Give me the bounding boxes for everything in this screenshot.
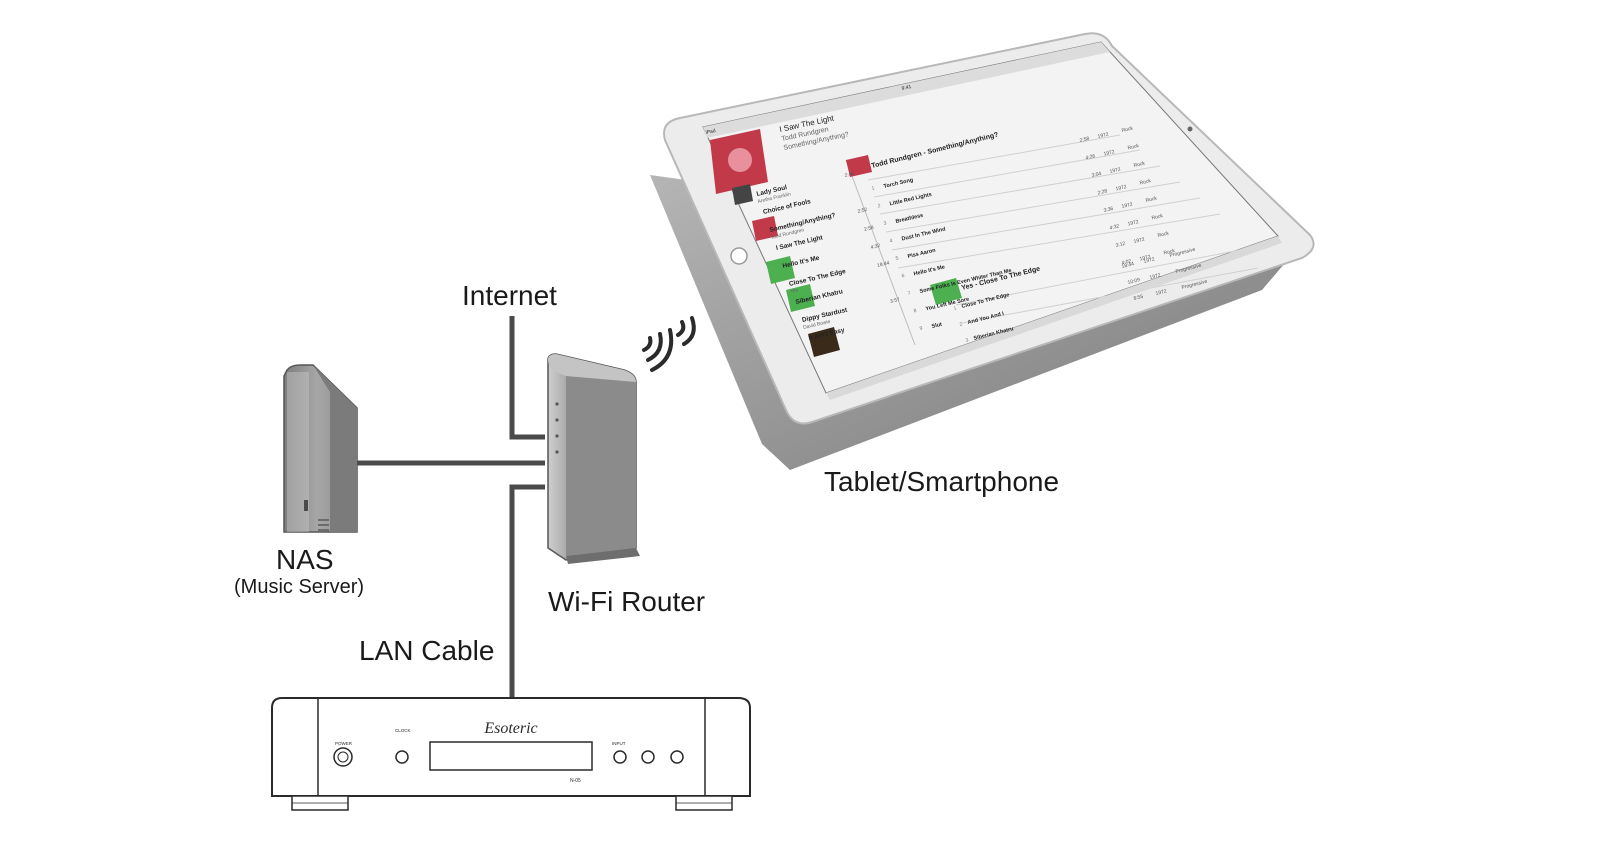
- track-time: 4:32: [1109, 223, 1120, 231]
- lan-cable: [509, 484, 545, 700]
- wifi-router: [547, 353, 640, 564]
- nas-device: [283, 364, 358, 533]
- track-time: 4:26: [1085, 153, 1096, 161]
- track-year: 1972: [1149, 272, 1161, 281]
- power-knob: [333, 747, 353, 767]
- track-time: 3:12: [1115, 241, 1126, 249]
- track-time: 2:58: [1079, 136, 1090, 144]
- track-number: 3: [883, 220, 887, 227]
- tablet-label: Tablet/Smartphone: [824, 466, 1060, 497]
- lan-cable-label: LAN Cable: [359, 635, 495, 666]
- track-number: 9: [919, 325, 923, 332]
- track-time: 4:02: [1121, 258, 1132, 266]
- track-number: 3: [965, 337, 969, 344]
- input-label: INPUT: [612, 741, 626, 746]
- track-year: 1972: [1127, 219, 1139, 227]
- track-genre: Rock: [1139, 178, 1152, 187]
- track-year: 1972: [1121, 202, 1133, 210]
- internet-label: Internet: [462, 280, 557, 311]
- track-genre: Rock: [1157, 230, 1170, 239]
- track-genre: Rock: [1151, 213, 1164, 222]
- track-year: 1972: [1133, 237, 1145, 245]
- track-time: 8:55: [1133, 294, 1144, 302]
- nas-label: NAS: [276, 544, 334, 575]
- track-number: 8: [913, 308, 917, 315]
- track-genre: Rock: [1121, 125, 1134, 134]
- track-number: 2: [877, 203, 881, 210]
- device-model: N-05: [570, 778, 581, 784]
- wifi-signal-icon: [642, 316, 696, 372]
- track-number: 2: [959, 321, 963, 328]
- track-genre: Rock: [1133, 160, 1146, 169]
- track-year: 1972: [1155, 288, 1167, 297]
- status-center: 9:41: [901, 84, 912, 92]
- track-number: 1: [953, 305, 957, 312]
- track-year: 1972: [1143, 256, 1155, 265]
- track-number: 6: [901, 273, 905, 280]
- track-genre: Rock: [1127, 143, 1140, 152]
- track-year: 1972: [1097, 132, 1109, 140]
- knob-3: [670, 750, 684, 764]
- track-genre: Rock: [1145, 195, 1158, 204]
- track-number: 5: [895, 255, 899, 262]
- status-left: iPad: [705, 128, 716, 136]
- music-player-device: Esoteric N-05 POWER CLOCK INPUT: [271, 697, 751, 811]
- track-time: 10:09: [1127, 277, 1141, 286]
- queue-item-time: 4:32: [870, 243, 881, 251]
- power-label: POWER: [335, 741, 353, 746]
- track-time: 3:36: [1103, 206, 1114, 214]
- track-year: 1972: [1109, 167, 1121, 175]
- router-label: Wi-Fi Router: [548, 586, 706, 617]
- track-time: 18:44: [1121, 261, 1135, 270]
- queue-item-time: 3:57: [890, 297, 901, 305]
- track-year: 1972: [1103, 149, 1115, 157]
- internet-cable: [509, 316, 545, 440]
- track-year: 1972: [1115, 184, 1127, 192]
- track-number: 7: [907, 290, 911, 297]
- nas-sublabel: (Music Server): [234, 576, 365, 598]
- device-brand-logo: Esoteric: [483, 720, 537, 737]
- clock-knob: [395, 750, 409, 764]
- knob-2: [641, 750, 655, 764]
- queue-item-sub: Yes: [790, 287, 800, 295]
- track-year: 1972: [1139, 254, 1151, 262]
- queue-item-time: 2:52: [857, 207, 868, 215]
- track-time: 3:04: [1091, 171, 1102, 179]
- queue-item-time: 2:58: [864, 225, 875, 233]
- queue-item-time: 18:44: [877, 260, 891, 269]
- track-title: Slut: [931, 322, 943, 330]
- track-time: 2:28: [1097, 188, 1108, 196]
- track-genre: Rock: [1163, 248, 1176, 257]
- input-knob: [613, 750, 627, 764]
- clock-label: CLOCK: [395, 728, 411, 733]
- player-display: [429, 741, 593, 771]
- cables: [353, 316, 545, 700]
- tablet-device: [650, 32, 1315, 470]
- queue-item-time: 2:46: [844, 171, 855, 179]
- track-number: 4: [889, 238, 893, 245]
- track-number: 1: [871, 185, 875, 192]
